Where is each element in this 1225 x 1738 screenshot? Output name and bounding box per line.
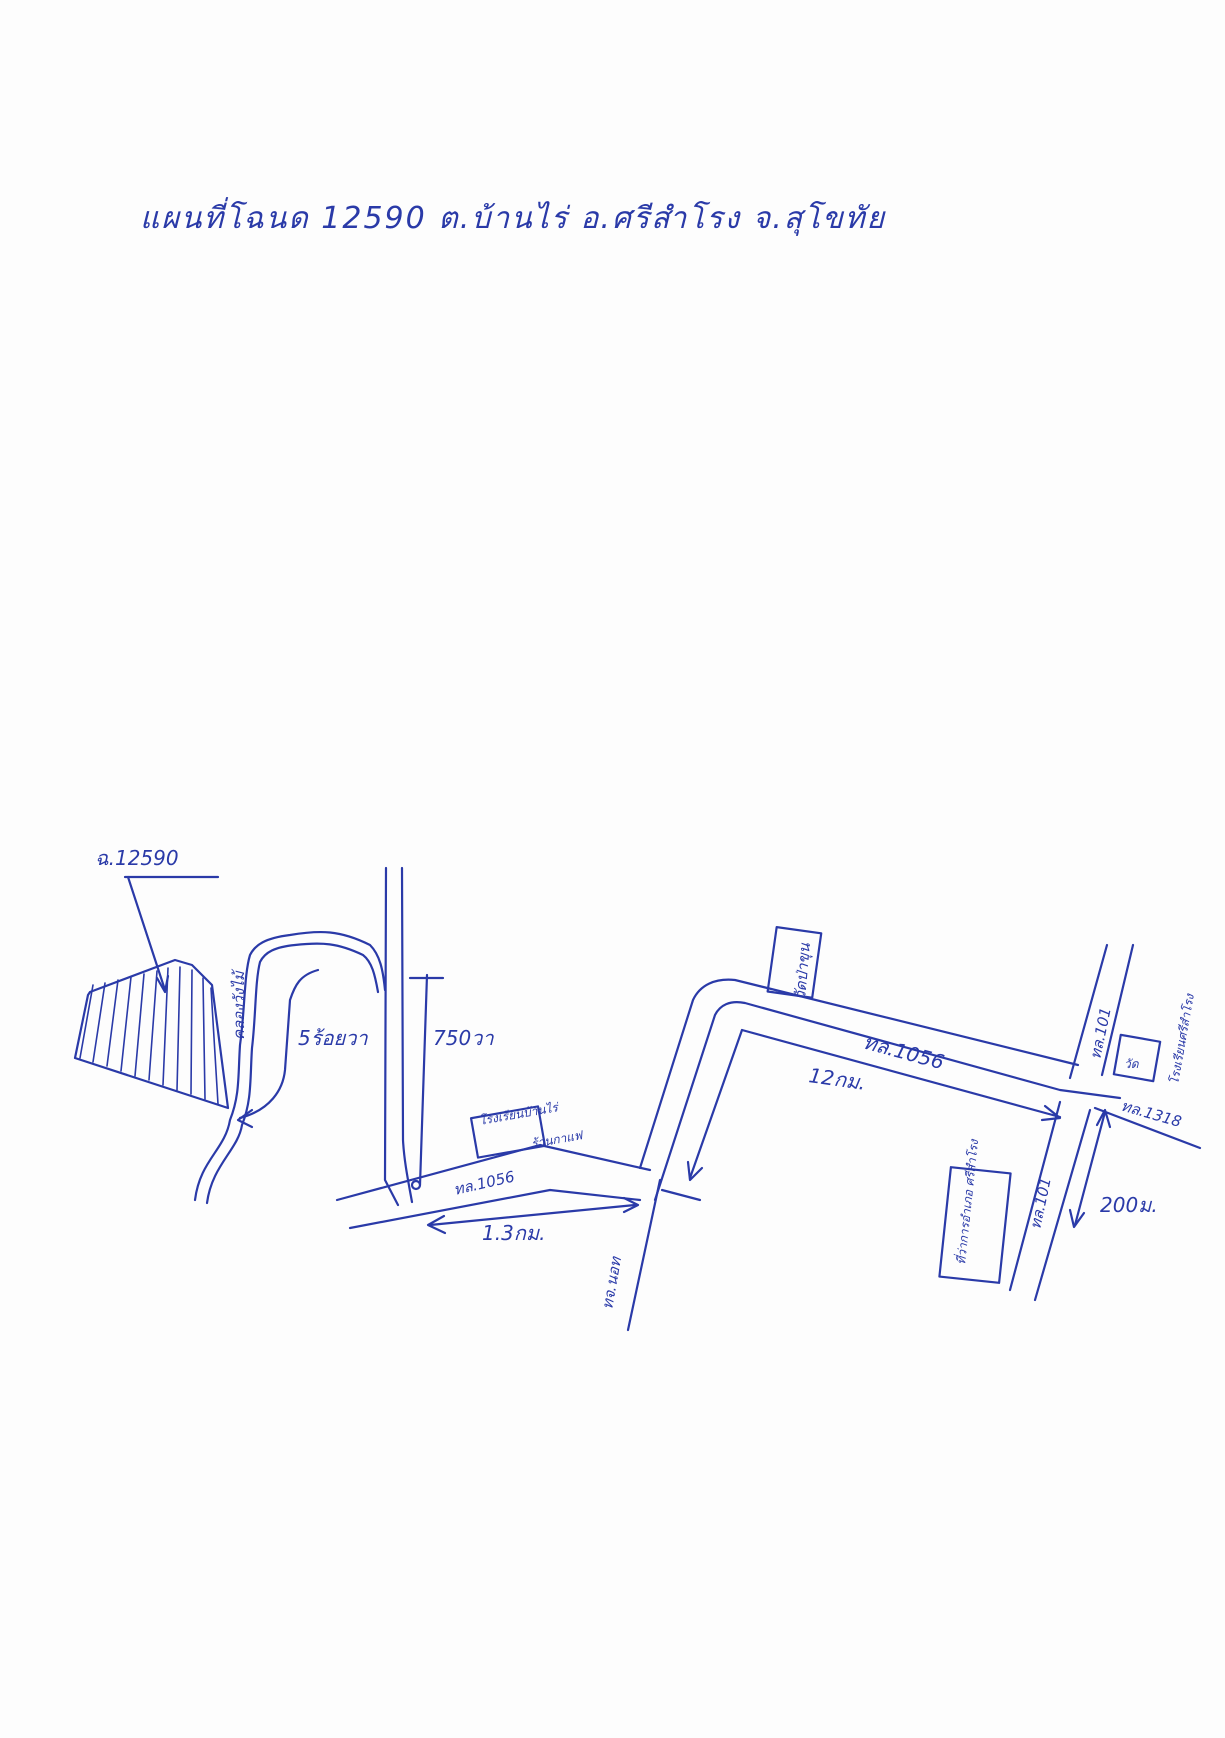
dimension-1-3-line — [428, 1203, 637, 1227]
road-west-vertical — [383, 866, 414, 1207]
dimension-200-arrow-bottom — [1068, 1208, 1086, 1229]
distance-1-3: 1.3กม. — [482, 1221, 545, 1245]
distance-5: 5ร้อยวา — [298, 1026, 368, 1050]
road-1318-line — [1093, 1106, 1202, 1150]
road-1318-label: ทล.1318 — [1119, 1097, 1184, 1131]
dimension-200-line — [1073, 1110, 1107, 1227]
map-title: แผนที่โฉนด 12590 ต.บ้านไร่ อ.ศรีสำโรง จ.… — [140, 197, 886, 236]
road-1056-east-label: ทล.1056 — [861, 1030, 947, 1075]
school-si-samrong-label: โรงเรียนศรีสำโรง — [1167, 992, 1197, 1086]
district-office-label: ที่ว่าการอำเภอ ศรีสำโรง — [952, 1138, 981, 1266]
parcel-leader-line — [126, 875, 167, 992]
road-1056-east — [638, 978, 1122, 1202]
road-1056-west-label: ทล.1056 — [452, 1167, 516, 1198]
parcel-label: ฉ.12590 — [95, 846, 179, 870]
road-local-label: ทจ.นอท — [598, 1255, 625, 1311]
dimension-750-line — [418, 973, 429, 1187]
road-101-south-label: ทล.101 — [1026, 1176, 1055, 1231]
road-101-south — [1008, 1100, 1092, 1302]
dimension-12-line-west — [688, 1028, 744, 1180]
distance-200: 200ม. — [1100, 1193, 1158, 1217]
dimension-12-arrow-west — [686, 1160, 704, 1182]
road-1056-west — [335, 1143, 652, 1230]
dimension-1-3-arrow-left — [426, 1214, 447, 1235]
canal-access-arrowhead — [236, 1108, 254, 1129]
parcel-12590 — [73, 958, 230, 1110]
road-local-line — [626, 1178, 662, 1332]
distance-750: 750วา — [433, 1026, 494, 1050]
dimension-12-line-east — [740, 1028, 1062, 1119]
road-101-north — [1068, 943, 1135, 1080]
temple-box — [1112, 1033, 1162, 1083]
distance-12: 12กม. — [807, 1063, 867, 1095]
temple-box-label: วัด — [1124, 1057, 1140, 1071]
road-101-north-label: ทล.101 — [1086, 1006, 1115, 1061]
school-ban-rai-label: โรงเรียนบ้านไร่ — [478, 1100, 561, 1128]
temple-pa-khun-label: วัดป่าขุน — [791, 942, 814, 1001]
parcel-leader-arrowhead — [155, 974, 170, 994]
canal-label: คลองวังไม้ — [230, 968, 248, 1040]
canal-access-path — [238, 968, 320, 1120]
district-office-box — [938, 1166, 1012, 1284]
temple-pa-khun-box — [766, 926, 823, 999]
landmark-near-school-label: ร้านกาแฟ — [530, 1128, 585, 1151]
dimension-1-3-arrow-right — [622, 1196, 640, 1214]
dimension-200-arrow-top — [1095, 1108, 1112, 1129]
road-local-stub — [660, 1188, 702, 1202]
school-ban-rai-box — [469, 1105, 547, 1159]
canal — [193, 930, 387, 1205]
dimension-750-end — [410, 1179, 422, 1191]
dimension-12-arrow-east — [1040, 1104, 1062, 1122]
